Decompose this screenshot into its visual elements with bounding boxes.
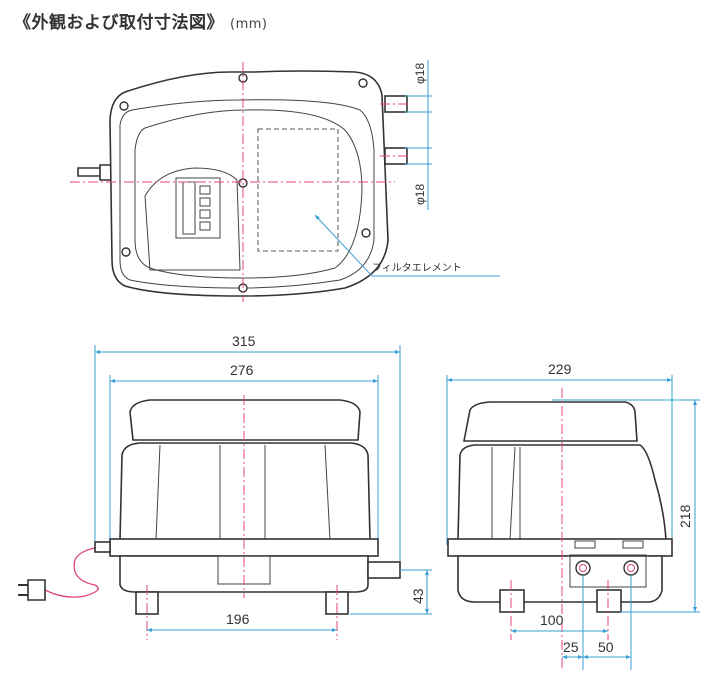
dim-depth: 229	[548, 361, 572, 377]
front-lid	[129, 399, 361, 441]
top-view: φ18 φ18 フィルタエレメント	[70, 60, 500, 302]
filter-leader-line	[314, 214, 500, 277]
side-foot-left	[499, 589, 525, 613]
control-switch	[182, 181, 196, 235]
pipe-diameter-lower: φ18	[413, 184, 427, 205]
extension-lines-height	[552, 399, 700, 613]
power-cord-with-plug	[44, 545, 111, 598]
front-pipe	[367, 561, 401, 579]
side-lid	[463, 401, 638, 442]
cord-stub	[77, 164, 114, 181]
dim-foot-spacing-side: 100	[540, 612, 564, 628]
control-recess	[144, 167, 241, 271]
pipe-diameter-upper: φ18	[413, 63, 427, 84]
top-body-inner-rim	[119, 99, 375, 289]
side-body-ribs	[491, 446, 521, 541]
dim-overall-width: 315	[232, 333, 256, 349]
extension-lines-ports	[582, 575, 632, 670]
dim-pipe-height: 43	[410, 588, 426, 604]
dim-height: 218	[677, 504, 693, 528]
port-icon-2	[623, 560, 639, 576]
front-body	[119, 442, 371, 541]
dim-foot-spacing-front: 196	[226, 611, 250, 627]
extension-lines-overall-width	[94, 345, 401, 570]
front-lower-body	[119, 555, 369, 593]
unit-label: (mm)	[230, 17, 268, 32]
port-caps	[574, 540, 644, 549]
front-body-ribs	[155, 444, 331, 541]
dim-body-width: 276	[230, 362, 254, 378]
plug-prongs	[18, 584, 28, 596]
dim-port-offset: 25	[563, 639, 579, 655]
top-body-outline	[109, 70, 389, 297]
filter-element-label: フィルタエレメント	[372, 262, 462, 274]
port-center-1	[579, 564, 587, 572]
control-buttons	[199, 185, 211, 231]
extension-lines-body-width	[109, 375, 379, 540]
port-center-2	[627, 564, 635, 572]
pipe-diameter-dimension-lines	[405, 60, 432, 210]
cord-bushing	[94, 541, 111, 553]
top-cover-outline	[134, 109, 363, 279]
plug-icon	[27, 579, 46, 601]
control-panel	[175, 177, 221, 239]
title-text: 《外観および取付寸法図》	[14, 13, 224, 33]
side-view: 229 218 100 25 50	[446, 361, 700, 670]
dim-port-spacing: 50	[598, 639, 614, 655]
filter-element-outline	[257, 128, 339, 252]
drawing-title: 《外観および取付寸法図》 (mm)	[14, 8, 267, 33]
port-icon-1	[575, 560, 591, 576]
front-view: 315 276 196 43	[18, 333, 432, 640]
extension-lines-depth	[446, 375, 673, 545]
side-foot-right	[596, 589, 622, 613]
